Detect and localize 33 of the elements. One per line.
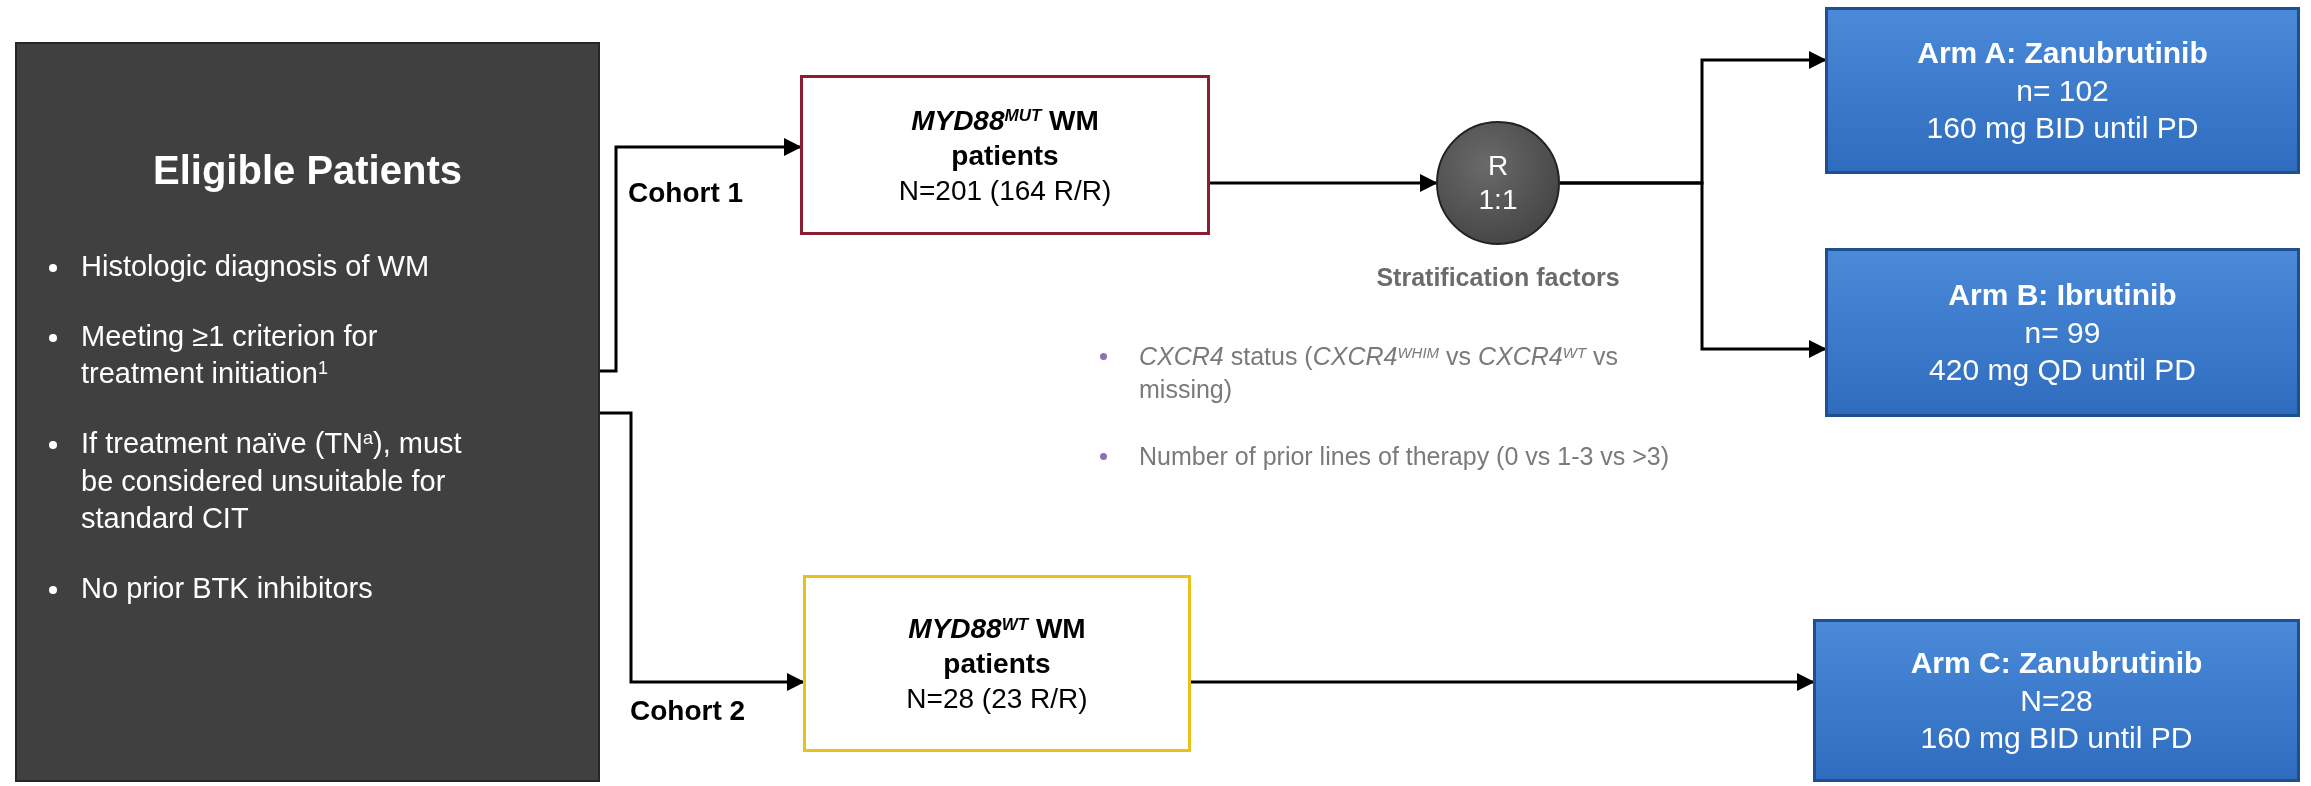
criteria-panel: [15, 42, 600, 782]
arm-detail: n= 99: [2024, 314, 2101, 351]
arm-detail: 160 mg BID until PD: [1926, 110, 2199, 147]
arm-detail: n= 102: [2016, 72, 2109, 109]
criterion-text: Meeting ≥1 criterion for treatment initiation$^{1}$: [81, 318, 379, 392]
arrow: [1210, 174, 1438, 192]
arm-title: Arm B: Ibrutinib: [1948, 277, 2177, 314]
arrow: [600, 411, 805, 691]
treatment-arm-box: [1825, 7, 2300, 174]
node-caption: Stratification factors: [1375, 262, 1621, 293]
arm-detail: N=28: [2020, 682, 2093, 719]
arrow: [1191, 673, 1815, 691]
cohort-count: N=201 (164 R/R): [898, 173, 1112, 208]
treatment-arm-box: [1813, 619, 2300, 782]
arrow: [600, 138, 802, 373]
arm-title: Arm A: Zanubrutinib: [1917, 35, 2208, 72]
stratification-factor: Number of prior lines of therapy (0 vs 1-3 vs >3): [1139, 441, 1670, 472]
cohort-title: MYD88$^{MUT}$ WM patients: [910, 103, 1100, 173]
stratification-factor: CXCR4 status (CXCR4$^{WHIM}$ vs CXCR4$^{WT}$ vs missing): [1139, 341, 1619, 405]
panel-heading: Eligible Patients: [152, 147, 463, 194]
cohort-box: [803, 575, 1191, 752]
arm-detail: 160 mg BID until PD: [1920, 720, 2193, 757]
treatment-arm-box: [1825, 248, 2300, 417]
criterion-text: If treatment naïve (TN$^{a}$), must be considered unsuitable for standard CIT: [81, 426, 463, 537]
criterion-text: Histologic diagnosis of WM: [81, 249, 430, 284]
arm-detail: 420 mg QD until PD: [1929, 352, 2196, 389]
circle-text: R 1:1: [1477, 149, 1519, 217]
arm-title: Arm C: Zanubrutinib: [1910, 645, 2203, 682]
criterion-text: No prior BTK inhibitors: [81, 571, 373, 607]
arrow: [1560, 181, 1827, 358]
cohort-count: N=28 (23 R/R): [906, 682, 1088, 716]
cohort-title: MYD88$^{WT}$ WM patients: [907, 612, 1087, 681]
cohort-box: [800, 75, 1210, 235]
